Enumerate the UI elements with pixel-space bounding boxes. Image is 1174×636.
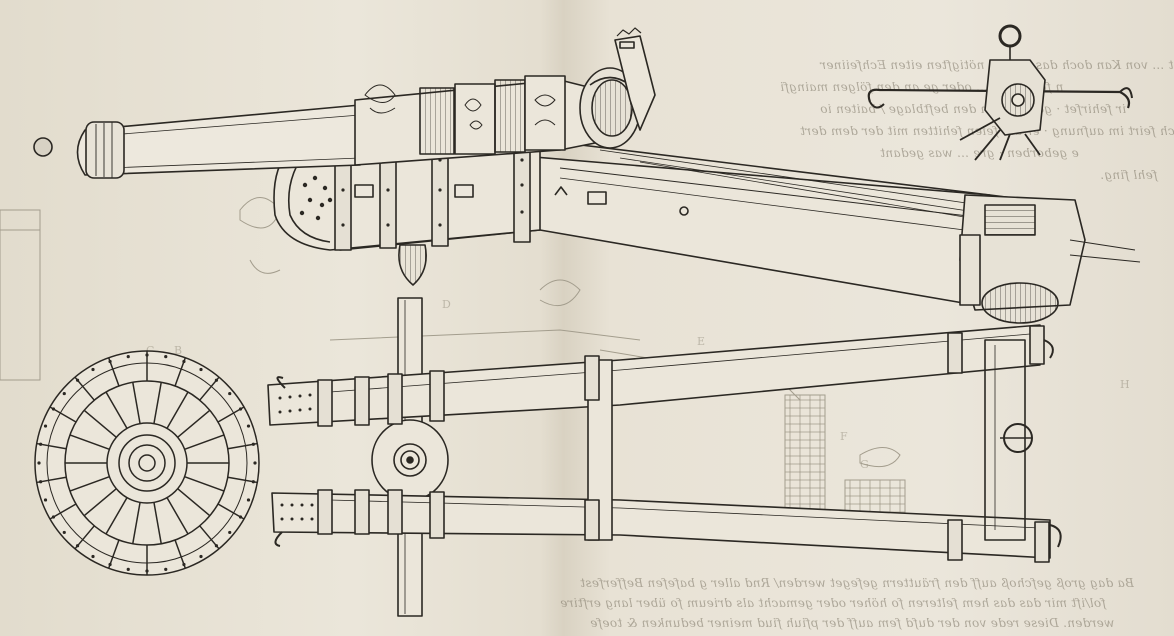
wheel-spoke [83, 409, 117, 438]
rim-nail [43, 424, 48, 428]
rim-nail [253, 461, 257, 465]
rim-nail [39, 442, 43, 446]
rim-nail [126, 567, 130, 571]
wheel-spoke [184, 434, 225, 451]
wheel-spoke [177, 488, 211, 517]
rim-nail [75, 544, 80, 548]
wedge [398, 244, 427, 286]
hook-upper-left [276, 376, 286, 389]
wheel-spoke [184, 475, 225, 492]
rim-nail [238, 515, 243, 519]
rim-nail [246, 424, 251, 428]
rim-nail [238, 407, 243, 411]
rim-nail [37, 461, 41, 465]
rim-nail [246, 498, 251, 502]
bleed-letter-e: E [697, 335, 706, 348]
rim-nail [228, 530, 232, 535]
rim-nail [145, 569, 149, 573]
rim-nail [145, 353, 149, 357]
wheel-spoke [69, 475, 110, 492]
upper-cheek-beam [267, 324, 1041, 426]
wheel-spoke [153, 382, 162, 424]
cannon-ball [33, 137, 53, 157]
wheel-spoke [153, 502, 162, 544]
rim-nail [91, 367, 95, 372]
wheel-spoke [166, 497, 189, 535]
wheel-spokes [65, 382, 229, 544]
rim-nail [75, 378, 80, 382]
wheel-spoke [132, 382, 141, 424]
carriage-plan-view [267, 297, 1062, 617]
rim-nail [214, 378, 219, 382]
rim-nail [126, 355, 130, 359]
wheel-spoke [132, 502, 141, 544]
rim-nail [199, 554, 203, 559]
rim-nail [228, 391, 232, 396]
bleed-letter-f: F [840, 430, 848, 443]
hook-lower-right [1049, 524, 1062, 548]
rim-nail [43, 498, 48, 502]
rim-nail [62, 530, 66, 535]
wheel-spoke [83, 488, 117, 517]
lower-cheek-beam [271, 492, 1051, 559]
carriage-wheel [34, 350, 260, 576]
cannon-side-view [33, 27, 1141, 324]
trail-roller [981, 282, 1059, 324]
cannon-barrel [76, 104, 361, 176]
rim-nail [39, 480, 43, 484]
elevating-lever [614, 35, 656, 131]
rim-nail [182, 562, 186, 567]
gunners-quadrant-tool [867, 24, 1133, 161]
wheel-spoke [166, 391, 189, 429]
wheel-spoke [105, 391, 128, 429]
rim-nail [164, 567, 168, 571]
rim-nail [251, 442, 255, 446]
wheel-felloes [36, 351, 258, 575]
rim-nail [108, 562, 112, 567]
rim-nail [91, 554, 95, 559]
rim-nail [108, 359, 112, 364]
rim-nail [51, 515, 56, 519]
hook-lower-left [274, 531, 283, 547]
wheel-spoke [105, 497, 128, 535]
rim-nail [214, 544, 219, 548]
rim-nail [182, 359, 186, 364]
tool-ring [998, 24, 1022, 48]
rim-nail [251, 480, 255, 484]
rim-nail [51, 407, 56, 411]
hook-upper-right [1043, 339, 1054, 359]
bleed-letter-d: D [442, 298, 451, 311]
wheel-spoke [69, 434, 110, 451]
rim-nail [62, 391, 66, 396]
rim-nail [164, 355, 168, 359]
bleed-letter-b: B [174, 344, 183, 357]
rim-nail [199, 367, 203, 372]
bleed-letter-h: H [1120, 378, 1130, 391]
wheel-spoke [177, 409, 211, 438]
